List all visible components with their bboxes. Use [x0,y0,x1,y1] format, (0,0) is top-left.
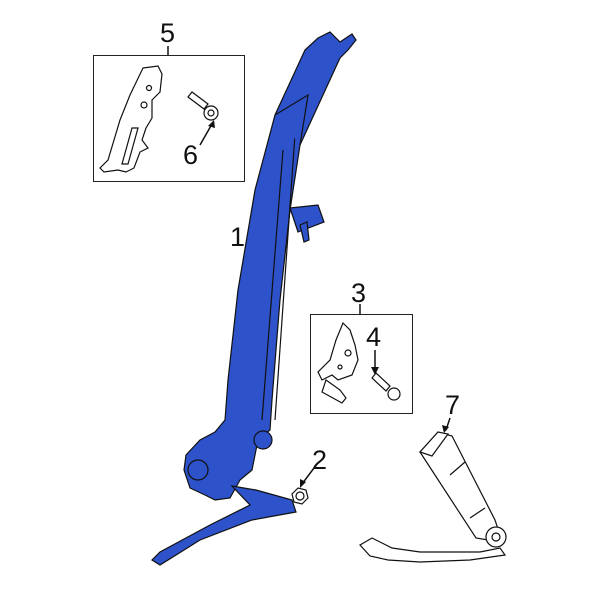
bolt-4 [371,372,401,401]
anchor-bracket [317,321,359,404]
seat-belt-assembly [151,31,357,566]
callout-3: 3 [351,278,367,308]
bolt-6 [187,91,219,121]
callout-1: 1 [230,222,246,252]
arrowhead-7 [442,425,449,433]
nut-2 [291,487,309,505]
callout-2: 2 [312,445,328,475]
arrowhead-6 [208,120,215,128]
arrowhead-2 [300,479,306,488]
height-adjuster-bracket [99,65,163,173]
callout-7: 7 [445,390,461,420]
callout-6: 6 [183,140,199,170]
callout-5: 5 [160,18,176,48]
callout-4: 4 [366,322,382,352]
arrowhead-4 [371,367,379,375]
leader-6 [199,123,213,146]
buckle-assembly [359,431,507,563]
